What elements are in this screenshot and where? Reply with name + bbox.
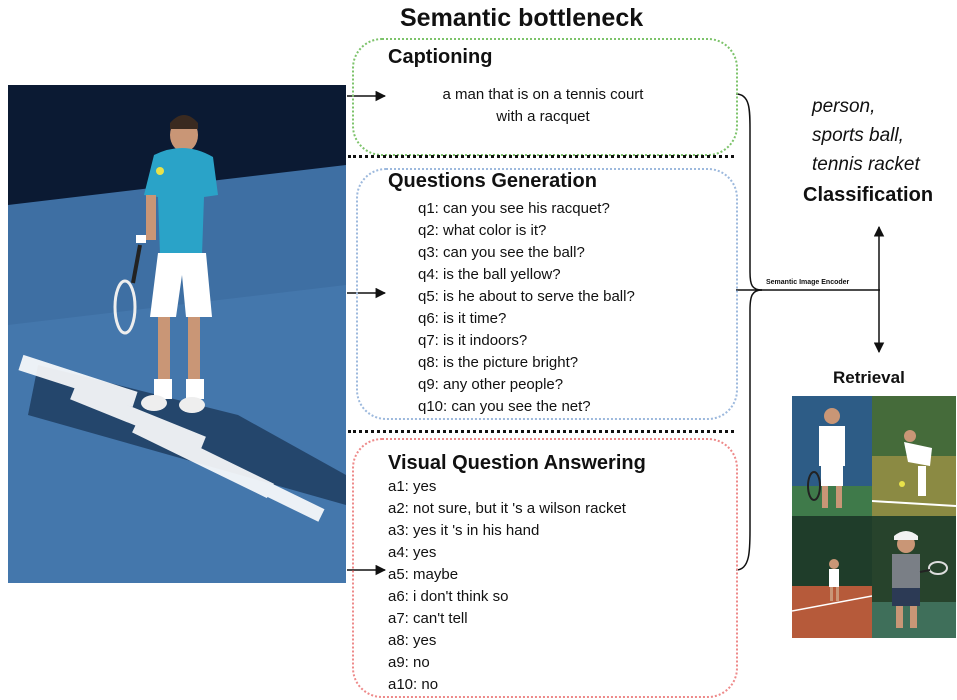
captioning-title: Captioning <box>388 46 493 68</box>
classification-labels: person, sports ball, tennis racket <box>812 92 920 179</box>
retrieval-title: Retrieval <box>833 368 905 387</box>
question-item: q6: is it time? <box>418 310 507 327</box>
court-lettering <box>18 354 325 522</box>
caption-line: a man that is on a tennis court <box>442 86 644 103</box>
brace-captioning <box>735 93 763 291</box>
separator-dotted <box>348 430 734 433</box>
retrieval-image-4 <box>872 516 956 638</box>
retrieval-image-1 <box>792 396 872 516</box>
answer-item: a6: i don't think so <box>388 588 509 605</box>
input-tennis-photo <box>8 85 346 583</box>
answer-item: a9: no <box>388 654 430 671</box>
encoder-label: Semantic Image Encoder <box>766 279 850 286</box>
caption-line: with a racquet <box>496 108 590 125</box>
question-item: q7: is it indoors? <box>418 332 528 349</box>
answer-item: a10: no <box>388 676 439 693</box>
figure-title: Semantic bottleneck <box>400 4 644 32</box>
answer-item: a3: yes it 's in his hand <box>388 522 540 539</box>
answers-list: a1: yes a2: not sure, but it 's a wilson… <box>388 476 626 696</box>
question-item: q2: what color is it? <box>418 222 547 239</box>
player-figure <box>113 115 218 413</box>
questions-generation-title: Questions Generation <box>388 170 597 192</box>
question-item: q5: is he about to serve the ball? <box>418 288 635 305</box>
question-item: q4: is the ball yellow? <box>418 266 561 283</box>
answer-item: a8: yes <box>388 632 437 649</box>
class-label: tennis racket <box>812 154 920 175</box>
answer-item: a2: not sure, but it 's a wilson racket <box>388 500 626 517</box>
question-item: q8: is the picture bright? <box>418 354 579 371</box>
answer-item: a5: maybe <box>388 566 459 583</box>
class-label: person, <box>812 96 876 117</box>
class-label: sports ball, <box>812 125 904 146</box>
brace-vqa <box>735 289 763 571</box>
questions-generation-box <box>356 168 738 420</box>
answer-item: a4: yes <box>388 544 437 561</box>
retrieval-image-2 <box>872 396 956 516</box>
question-item: q3: can you see the ball? <box>418 244 585 261</box>
question-item: q10: can you see the net? <box>418 398 591 415</box>
vqa-title: Visual Question Answering <box>388 452 646 474</box>
question-item: q1: can you see his racquet? <box>418 200 610 217</box>
vqa-box <box>352 438 738 698</box>
classification-title: Classification <box>803 184 934 206</box>
question-item: q9: any other people? <box>418 376 564 393</box>
questions-list: q1: can you see his racquet? q2: what co… <box>418 198 635 418</box>
answer-item: a7: can't tell <box>388 610 468 627</box>
retrieval-image-3 <box>792 516 872 638</box>
answer-item: a1: yes <box>388 478 437 495</box>
separator-dotted <box>348 155 734 158</box>
caption-text: a man that is on a tennis court with a r… <box>400 84 686 128</box>
